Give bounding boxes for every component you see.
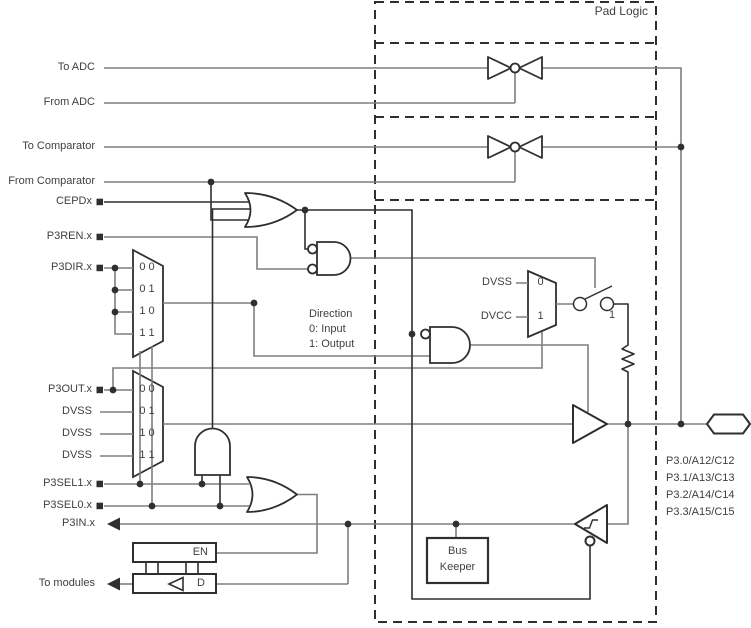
p3in-arrow-icon: [107, 517, 120, 531]
signal-label-cepdx: CEPDx: [55, 195, 92, 207]
pull-mux-dvss-label: DVSS: [482, 276, 512, 288]
switch-position-label: 1: [609, 309, 616, 321]
dir-mux-row-00: 0 0: [139, 261, 155, 273]
signal-label-from-comparator: From Comparator: [8, 175, 95, 187]
pin-label-p33: P3.3/A15/C15: [666, 506, 735, 518]
pad-logic-dashed-box: [374, 1, 657, 623]
dir-mux: [132, 248, 164, 359]
out-mux-row-10: 1 0: [139, 427, 155, 439]
and-gate-output-enable: [420, 326, 471, 364]
out-mux-row-11: 1 1: [139, 449, 155, 461]
direction-note-input: 0: Input: [309, 323, 346, 335]
signal-label-p3dir: P3DIR.x: [51, 261, 92, 273]
direction-note-title: Direction: [309, 308, 353, 320]
signal-source-squares: [96, 198, 103, 510]
pull-mux-sel1: 1: [537, 310, 544, 322]
transmission-gate-adc: [487, 56, 543, 80]
latch-en-label: EN: [192, 546, 208, 558]
transmission-gate-comparator: [487, 135, 543, 159]
bus-keeper-label-2: Keeper: [439, 561, 476, 573]
signal-label-p3sel0: P3SEL0.x: [43, 499, 92, 511]
signal-label-to-comparator: To Comparator: [22, 140, 95, 152]
dir-mux-row-10: 1 0: [139, 305, 155, 317]
latch-connectors: [145, 562, 199, 574]
pull-switch: [572, 285, 615, 312]
out-mux-row-00: 0 0: [139, 383, 155, 395]
dir-mux-row-11: 1 1: [139, 327, 155, 339]
signal-label-to-adc: To ADC: [57, 61, 95, 73]
wires-black: [104, 182, 591, 600]
direction-note-output: 1: Output: [309, 338, 355, 350]
junction-dots: [109, 143, 685, 528]
hysteresis-icon: [584, 519, 598, 529]
or-gate-analog-enable: [244, 192, 298, 228]
bus-keeper-label-1: Bus: [448, 545, 467, 557]
signal-label-p3sel1: P3SEL1.x: [43, 477, 92, 489]
pull-mux-sel0: 0: [537, 276, 544, 288]
pull-mux: [527, 269, 557, 339]
latch-d-label: D: [197, 577, 205, 589]
signal-label-to-modules: To modules: [38, 577, 95, 589]
signal-label-dvss-01: DVSS: [62, 405, 92, 417]
signal-label-p3in: P3IN.x: [61, 517, 95, 529]
clock-triangle-icon: [167, 576, 184, 592]
signal-label-dvss-10: DVSS: [62, 427, 92, 439]
or-gate-sel-or: [246, 476, 298, 513]
bus-keeper-box: [425, 536, 490, 585]
signal-label-p3ren: P3REN.x: [46, 230, 92, 242]
signal-label-from-adc: From ADC: [43, 96, 95, 108]
signal-label-dvss-11: DVSS: [62, 449, 92, 461]
resistor: [614, 303, 635, 424]
nand-gate-pull-enable: [307, 241, 352, 276]
pin-label-p31: P3.1/A13/C13: [666, 472, 735, 484]
and-gate-sel-decode: [194, 427, 231, 476]
output-buffer: [572, 404, 608, 444]
pin-label-p32: P3.2/A14/C14: [666, 489, 735, 501]
dir-mux-row-01: 0 1: [139, 283, 155, 295]
wires-gray: [100, 67, 707, 585]
pin-label-p30: P3.0/A12/C12: [666, 455, 735, 467]
pad-symbol: [705, 413, 751, 435]
pull-mux-dvcc-label: DVCC: [480, 310, 512, 322]
pad-logic-title: Pad Logic: [594, 4, 648, 18]
to-modules-arrow-icon: [107, 577, 120, 591]
out-mux-row-01: 0 1: [139, 405, 155, 417]
signal-label-p3out: P3OUT.x: [47, 383, 92, 395]
